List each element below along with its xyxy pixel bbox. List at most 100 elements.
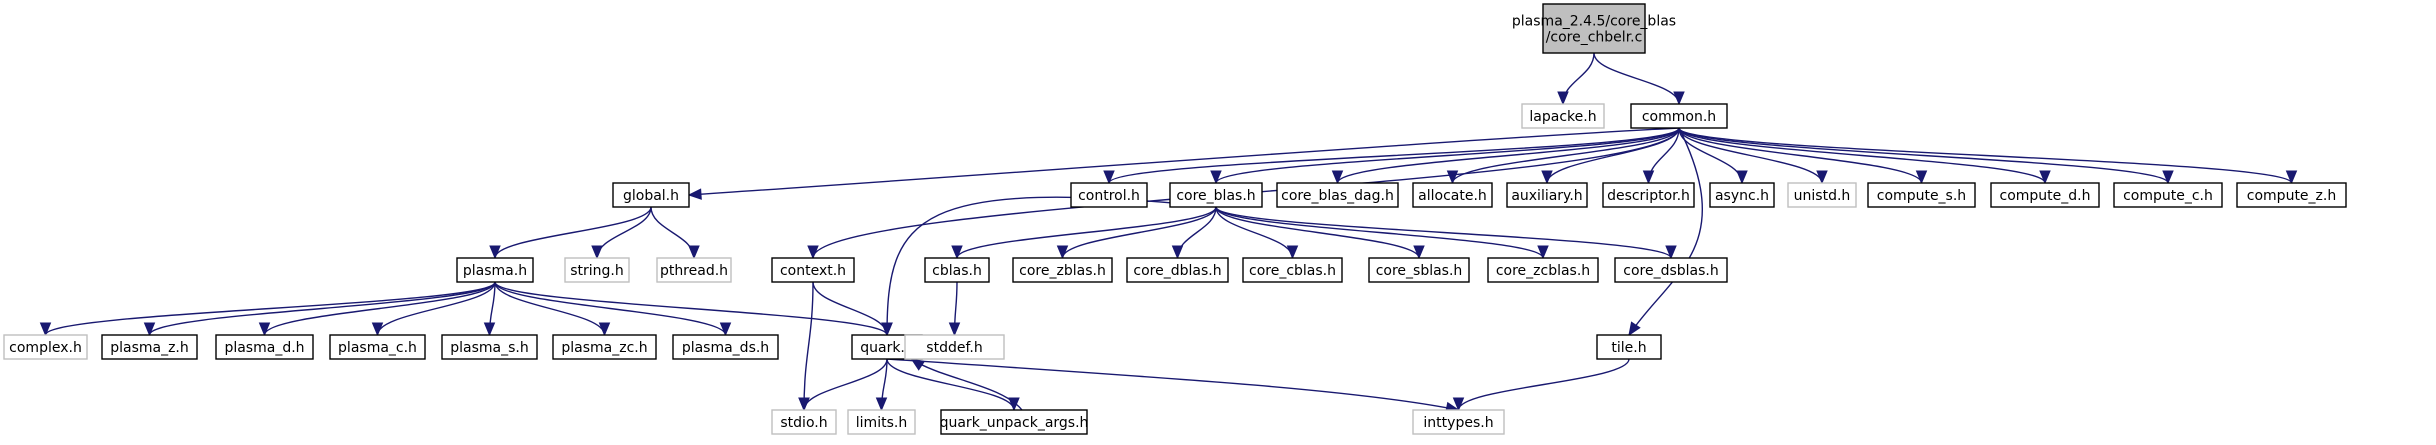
node-plasma-c[interactable]: plasma_c.h <box>329 334 426 360</box>
node-plasma-ds[interactable]: plasma_ds.h <box>672 334 779 360</box>
edge-common-to-compute_d <box>1678 127 2051 185</box>
node-pthread: pthread.h <box>656 257 732 283</box>
node-quark-unpack-args[interactable]: quark_unpack_args.h <box>940 409 1089 435</box>
node-label-root-2: /core_chbelr.c <box>1546 30 1643 46</box>
edge-core_blas-to-core_zcblas <box>1215 206 1549 260</box>
node-allocate[interactable]: allocate.h <box>1412 182 1493 208</box>
node-core-blas[interactable]: core_blas.h <box>1169 182 1263 208</box>
node-label-quark-unpack-args: quark_unpack_args.h <box>940 415 1089 431</box>
edge-common-to-core_blas_dag <box>1331 127 1680 185</box>
node-label-common: common.h <box>1642 109 1716 125</box>
node-global[interactable]: global.h <box>612 182 690 208</box>
edge-core_blas-to-cblas <box>951 206 1217 260</box>
node-common[interactable]: common.h <box>1630 103 1728 129</box>
node-label-core-zcblas: core_zcblas.h <box>1496 263 1590 279</box>
edge-common-to-global <box>687 127 1680 200</box>
edge-plasma-to-plasma_d <box>258 281 496 337</box>
node-limits: limits.h <box>847 409 916 435</box>
edge-context-to-quark <box>812 281 893 337</box>
edge-common-to-descriptor <box>1642 127 1680 185</box>
node-label-plasma-z: plasma_z.h <box>110 340 189 356</box>
node-label-plasma-ds: plasma_ds.h <box>682 340 769 356</box>
node-lapacke: lapacke.h <box>1521 103 1605 129</box>
node-label-control: control.h <box>1078 188 1140 204</box>
node-cblas[interactable]: cblas.h <box>924 257 990 283</box>
edge-plasma-to-plasma_c <box>371 281 496 337</box>
node-stddef: stddef.h <box>904 334 1005 360</box>
edge-common-to-allocate <box>1446 127 1680 185</box>
node-label-plasma-c: plasma_c.h <box>338 340 417 356</box>
node-label-compute-s: compute_s.h <box>1877 188 1966 204</box>
node-plasma-d[interactable]: plasma_d.h <box>215 334 314 360</box>
node-label-allocate: allocate.h <box>1418 188 1487 204</box>
node-label-descriptor: descriptor.h <box>1607 188 1690 204</box>
edge-quark-to-limits <box>875 358 888 412</box>
node-complex: complex.h <box>3 334 88 360</box>
node-inttypes: inttypes.h <box>1412 409 1505 435</box>
edge-root-to-lapacke <box>1557 52 1595 106</box>
node-label-stdio: stdio.h <box>780 415 827 431</box>
node-compute-z[interactable]: compute_z.h <box>2236 182 2347 208</box>
node-plasma[interactable]: plasma.h <box>456 257 534 283</box>
node-core-dsblas[interactable]: core_dsblas.h <box>1614 257 1728 283</box>
node-label-plasma-d: plasma_d.h <box>224 340 304 356</box>
node-label-core-blas-dag: core_blas_dag.h <box>1281 188 1394 204</box>
node-control[interactable]: control.h <box>1070 182 1148 208</box>
node-label-cblas: cblas.h <box>932 263 982 279</box>
edge-global-to-plasma <box>489 206 652 260</box>
node-tile[interactable]: tile.h <box>1596 334 1662 360</box>
edge-core_blas-to-core_dsblas <box>1215 206 1677 260</box>
edge-common-to-core_blas <box>1210 127 1680 185</box>
node-core-cblas[interactable]: core_cblas.h <box>1242 257 1343 283</box>
node-label-quark: quark.h <box>860 340 914 356</box>
edge-cblas-to-stddef <box>948 281 961 337</box>
node-plasma-s[interactable]: plasma_s.h <box>441 334 538 360</box>
node-label-core-zblas: core_zblas.h <box>1019 263 1106 279</box>
node-compute-s[interactable]: compute_s.h <box>1867 182 1976 208</box>
node-core-sblas[interactable]: core_sblas.h <box>1368 257 1470 283</box>
node-compute-d[interactable]: compute_d.h <box>1990 182 2100 208</box>
node-label-core-dblas: core_dblas.h <box>1133 263 1221 279</box>
node-label-root-1: plasma_2.4.5/core_blas <box>1512 14 1676 30</box>
edge-plasma-to-plasma_ds <box>494 281 732 337</box>
node-descriptor[interactable]: descriptor.h <box>1602 182 1695 208</box>
edge-root-to-common <box>1593 52 1685 106</box>
edge-common-to-unistd <box>1678 127 1828 185</box>
edge-plasma-to-plasma_zc <box>494 281 611 337</box>
edge-common-to-tile <box>1628 127 1703 337</box>
node-core-dblas[interactable]: core_dblas.h <box>1126 257 1229 283</box>
node-label-core-cblas: core_cblas.h <box>1249 263 1336 279</box>
node-core-zcblas[interactable]: core_zcblas.h <box>1487 257 1599 283</box>
node-label-plasma: plasma.h <box>463 263 527 279</box>
node-core-blas-dag[interactable]: core_blas_dag.h <box>1276 182 1399 208</box>
edge-common-to-compute_c <box>1678 127 2174 185</box>
node-plasma-z[interactable]: plasma_z.h <box>101 334 198 360</box>
node-label-pthread: pthread.h <box>660 263 728 279</box>
node-label-compute-d: compute_d.h <box>2000 188 2091 204</box>
node-auxiliary[interactable]: auxiliary.h <box>1506 182 1588 208</box>
node-plasma-zc[interactable]: plasma_zc.h <box>552 334 657 360</box>
node-core-zblas[interactable]: core_zblas.h <box>1012 257 1113 283</box>
edge-tile-to-inttypes <box>1452 358 1630 412</box>
node-label-async: async.h <box>1715 188 1769 204</box>
node-label-lapacke: lapacke.h <box>1529 109 1596 125</box>
edge-core_blas-to-core_sblas <box>1215 206 1425 260</box>
edge-context-to-stdio <box>798 281 814 412</box>
dependency-nodes: plasma_2.4.5/core_blas/core_chbelr.clapa… <box>3 3 2347 435</box>
edge-core_blas-to-core_zblas <box>1056 206 1217 260</box>
edge-plasma-to-plasma_s <box>483 281 496 337</box>
edge-quark-to-stdio <box>798 358 888 412</box>
node-label-string: string.h <box>570 263 624 279</box>
node-label-core-blas: core_blas.h <box>1176 188 1255 204</box>
node-compute-c[interactable]: compute_c.h <box>2113 182 2223 208</box>
edge-global-to-pthread <box>650 206 700 260</box>
edge-common-to-compute_z <box>1678 127 2298 185</box>
edge-common-to-compute_s <box>1678 127 1928 185</box>
node-root[interactable]: plasma_2.4.5/core_blas/core_chbelr.c <box>1512 3 1676 54</box>
edge-plasma-to-quark <box>494 281 893 337</box>
node-context[interactable]: context.h <box>771 257 855 283</box>
node-async[interactable]: async.h <box>1709 182 1775 208</box>
edge-plasma-to-complex <box>39 281 496 337</box>
node-label-limits: limits.h <box>856 415 907 431</box>
